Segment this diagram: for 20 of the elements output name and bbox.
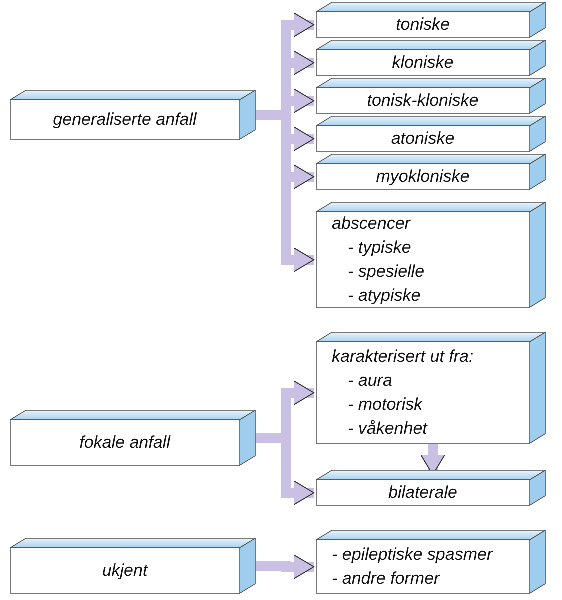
arrow xyxy=(256,554,314,580)
box-label: - aura xyxy=(347,370,392,392)
box-label: karakterisert ut fra: xyxy=(332,346,474,368)
box-label: - våkenhet xyxy=(347,418,428,440)
box-label: - atypiske xyxy=(347,285,421,307)
box-label: toniske xyxy=(396,14,450,36)
box-label: atoniske xyxy=(391,128,455,150)
box-label: myokloniske xyxy=(376,166,470,188)
box-label: ukjent xyxy=(102,560,148,582)
box-label: - typiske xyxy=(347,237,412,259)
box-label: - spesielle xyxy=(347,261,425,283)
box-label: bilaterale xyxy=(388,482,458,504)
box-label: generaliserte anfall xyxy=(53,109,197,131)
box-label: - epileptiske spasmer xyxy=(332,544,493,566)
box-label: - andre former xyxy=(332,568,440,590)
box-label: tonisk-kloniske xyxy=(367,90,479,112)
box-label: kloniske xyxy=(392,52,454,74)
box-label: - motorisk xyxy=(347,394,423,416)
box-label: abscencer xyxy=(332,213,410,235)
box-label: fokale anfall xyxy=(80,432,170,454)
